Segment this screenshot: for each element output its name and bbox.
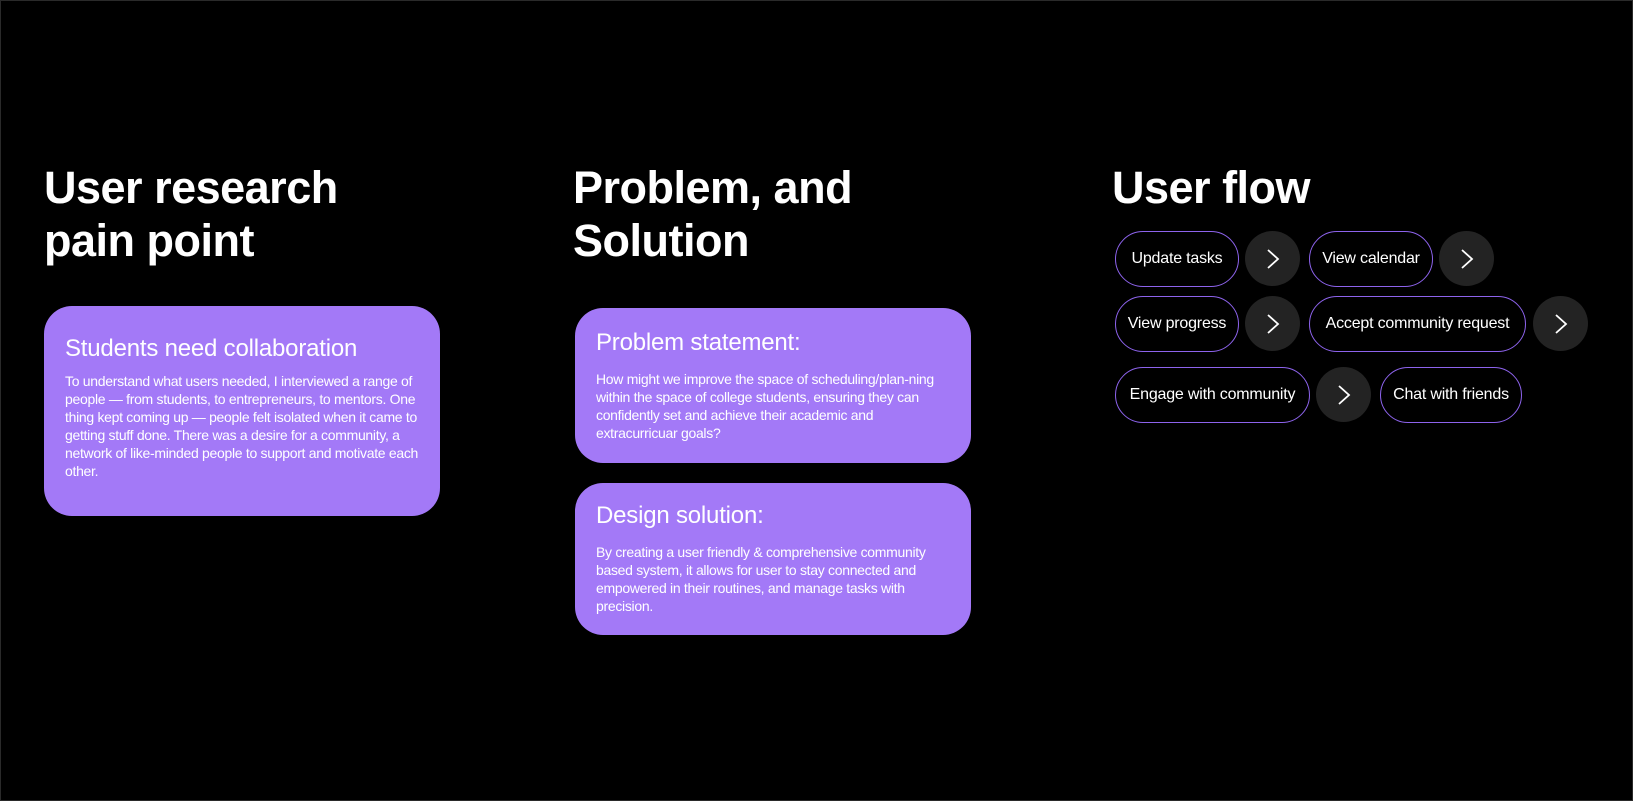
flow-heading: User flow — [1112, 162, 1311, 213]
flow-step-chat-with-friends[interactable]: Chat with friends — [1380, 367, 1522, 423]
flow-step-engage-with-community[interactable]: Engage with community — [1115, 367, 1310, 423]
flow-step-view-calendar[interactable]: View calendar — [1309, 231, 1433, 287]
design-solution-title: Design solution: — [596, 502, 764, 529]
chevron-right-icon — [1439, 231, 1494, 286]
flow-step-accept-community-request[interactable]: Accept community request — [1309, 296, 1526, 352]
problem-statement-body: How might we improve the space of schedu… — [596, 371, 934, 441]
research-card-title: Students need collaboration — [65, 335, 358, 362]
chevron-right-icon — [1245, 231, 1300, 286]
research-heading: User research pain point — [44, 162, 338, 266]
chevron-right-icon — [1245, 296, 1300, 351]
research-card-body: To understand what users needed, I inter… — [65, 373, 419, 479]
research-card: Students need collaboration To understan… — [44, 306, 440, 516]
problem-statement-title: Problem statement: — [596, 329, 801, 356]
problem-statement-card: Problem statement: How might we improve … — [575, 308, 971, 463]
design-solution-body: By creating a user friendly & comprehens… — [596, 544, 926, 614]
chevron-right-icon — [1533, 296, 1588, 351]
chevron-right-icon — [1316, 367, 1371, 422]
flow-step-update-tasks[interactable]: Update tasks — [1115, 231, 1239, 287]
problem-heading: Problem, and Solution — [573, 162, 853, 266]
flow-step-view-progress[interactable]: View progress — [1115, 296, 1239, 352]
design-solution-card: Design solution: By creating a user frie… — [575, 483, 971, 635]
